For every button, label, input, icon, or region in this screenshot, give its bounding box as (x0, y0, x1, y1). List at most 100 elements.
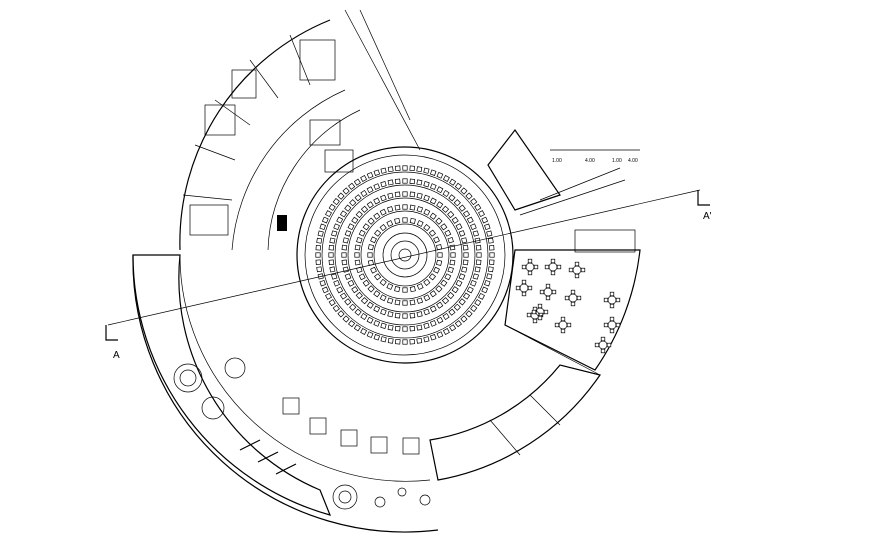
auditorium-seat (423, 194, 430, 202)
cafe-wing-wall (504, 324, 601, 376)
auditorium-seat (442, 175, 450, 182)
auditorium-seat (373, 183, 381, 190)
auditorium-seat (429, 305, 437, 313)
auditorium-seat (356, 236, 363, 244)
cafe-tables (515, 258, 621, 354)
auditorium-seat (344, 273, 352, 280)
auditorium-seat (466, 286, 474, 294)
auditorium-seat (315, 259, 322, 265)
auditorium-outer-wall (296, 146, 514, 364)
stage-center (398, 248, 412, 262)
auditorium-seat (367, 217, 375, 225)
auditorium-seat (402, 300, 408, 306)
auditorium-seat (394, 312, 401, 319)
auditorium-seat (339, 210, 348, 218)
stage-ring-inner (390, 240, 420, 270)
lobby-ramps (239, 439, 297, 475)
auditorium-seat (379, 294, 387, 302)
auditorium-seat (394, 286, 401, 293)
cafe-table (603, 316, 621, 334)
auditorium-seat (373, 334, 381, 341)
auditorium-seat (331, 273, 338, 280)
auditorium-seat (451, 216, 459, 224)
auditorium-seat (444, 229, 452, 237)
display-pad (340, 429, 358, 447)
auditorium-seat (394, 204, 401, 211)
seating-row-line (321, 171, 489, 339)
auditorium-seat (386, 220, 394, 227)
cafe-table (539, 283, 557, 301)
auditorium-seat (374, 229, 382, 237)
auditorium-seat (379, 208, 387, 216)
auditorium-seat (342, 237, 349, 244)
auditorium-seat (402, 165, 408, 171)
auditorium-seat (440, 223, 448, 231)
auditorium-seat (344, 230, 352, 237)
service-wing-partition-2 (529, 394, 561, 426)
auditorium-seat (428, 229, 436, 237)
auditorium-seat (354, 259, 361, 266)
auditorium-seat (394, 217, 401, 224)
auditorium-seat (409, 217, 416, 224)
auditorium-seat (342, 187, 350, 195)
auditorium-seat (317, 230, 324, 237)
auditorium-seat (336, 216, 344, 224)
auditorium-seat (402, 287, 408, 293)
outer-shell-inner-arc (179, 254, 431, 482)
display-pad (282, 397, 300, 415)
cafe-table (531, 303, 549, 321)
entry-wing-dim-line-2 (539, 167, 621, 201)
auditorium-seat (373, 320, 381, 327)
auditorium-seat (402, 339, 408, 345)
auditorium-seat (416, 179, 423, 186)
auditorium-seat (355, 291, 363, 300)
auditorium-seat (380, 336, 387, 343)
auditorium-seat (402, 217, 408, 223)
auditorium-seat (453, 199, 461, 207)
auditorium-seat (436, 171, 444, 179)
auditorium-seat (474, 266, 481, 273)
office-wing-outer-arc (179, 19, 331, 251)
auditorium-seat (362, 279, 370, 287)
cafe-wing-outline (504, 249, 641, 371)
auditorium-seat (316, 237, 323, 244)
auditorium-seat (449, 324, 457, 332)
auditorium-seat (409, 338, 415, 345)
auditorium-seat (475, 244, 482, 251)
auditorium-seat (353, 324, 361, 332)
auditorium-seat (450, 252, 456, 258)
auditorium-seat (341, 244, 348, 251)
auditorium-seat (458, 273, 466, 280)
stage-ring (382, 232, 428, 278)
auditorium-seat (387, 324, 394, 331)
auditorium-seat (462, 292, 471, 300)
auditorium-seat (475, 259, 482, 266)
auditorium-seat (423, 294, 431, 302)
cafe-table (603, 291, 621, 309)
auditorium-seat (339, 292, 348, 300)
auditorium-seat (436, 316, 444, 324)
auditorium-seat (348, 320, 356, 328)
auditorium-seat (458, 230, 466, 237)
auditorium-seat (458, 204, 466, 212)
auditorium-seat (349, 303, 357, 311)
auditorium-seat (429, 334, 437, 341)
auditorium-seat (349, 199, 357, 207)
lobby-display-pads (282, 397, 420, 455)
auditorium-seat (423, 224, 431, 232)
auditorium-seat (460, 187, 468, 195)
auditorium-seat (354, 252, 360, 258)
auditorium-seat (319, 223, 326, 231)
auditorium-seat (487, 237, 494, 244)
auditorium-seat (328, 244, 335, 251)
auditorium-seat (436, 331, 444, 339)
auditorium-seat (409, 325, 416, 332)
auditorium-seat (370, 266, 377, 274)
auditorium-seat (460, 315, 468, 323)
section-mark-left: A (113, 350, 120, 361)
auditorium-seat (435, 285, 443, 293)
auditorium-seat (351, 286, 359, 294)
auditorium-seat (373, 305, 381, 313)
auditorium-seat (402, 191, 408, 197)
auditorium-seat (402, 313, 408, 319)
